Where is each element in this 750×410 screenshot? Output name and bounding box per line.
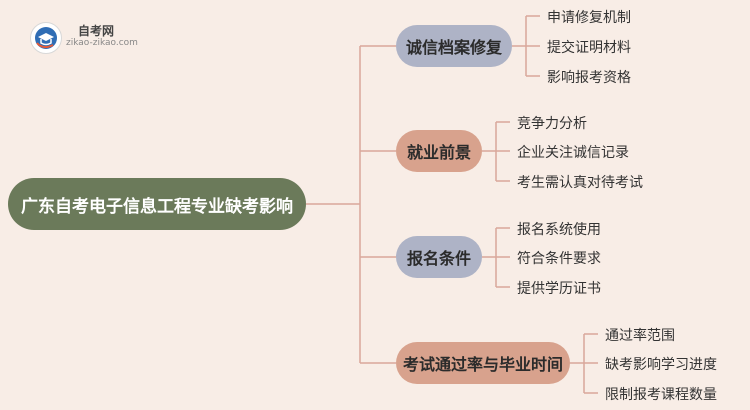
branch-employment: 就业前景 xyxy=(396,130,482,172)
leaf-node: 提供学历证书 xyxy=(517,281,601,297)
leaf-node: 符合条件要求 xyxy=(517,251,601,267)
leaf-node: 企业关注诚信记录 xyxy=(517,145,629,161)
leaf-node: 申请修复机制 xyxy=(547,10,631,26)
leaf-node: 考生需认真对待考试 xyxy=(517,175,643,191)
leaf-node: 报名系统使用 xyxy=(517,222,601,238)
site-logo[interactable]: 自考网 zikao-zikao.com xyxy=(30,16,140,54)
leaf-node: 限制报考课程数量 xyxy=(605,387,717,403)
branch-credit-repair: 诚信档案修复 xyxy=(396,25,512,67)
root-node: 广东自考电子信息工程专业缺考影响 xyxy=(8,178,306,230)
branch-registration: 报名条件 xyxy=(396,236,482,278)
leaf-node: 竞争力分析 xyxy=(517,116,587,132)
graduation-cap-icon xyxy=(30,22,62,54)
logo-url: zikao-zikao.com xyxy=(66,38,138,48)
leaf-node: 通过率范围 xyxy=(605,328,675,344)
leaf-node: 缺考影响学习进度 xyxy=(605,357,717,373)
leaf-node: 提交证明材料 xyxy=(547,40,631,56)
logo-title: 自考网 xyxy=(78,24,115,38)
branch-pass-rate: 考试通过率与毕业时间 xyxy=(396,342,570,384)
leaf-node: 影响报考资格 xyxy=(547,70,631,86)
